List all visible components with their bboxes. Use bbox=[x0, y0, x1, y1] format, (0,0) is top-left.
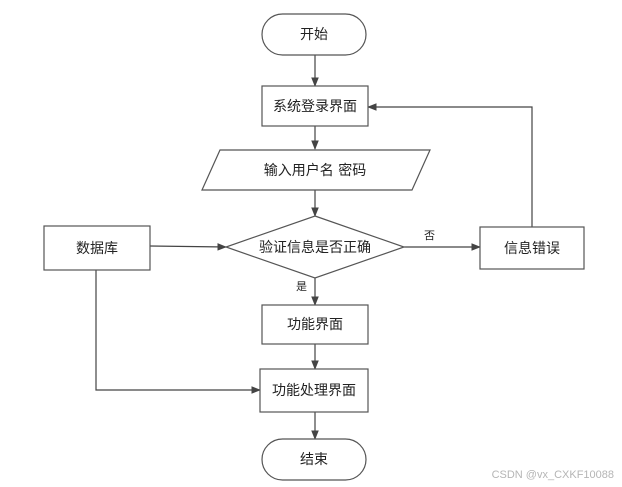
node-input: 输入用户名 密码 bbox=[201, 149, 431, 191]
node-process: 功能处理界面 bbox=[259, 368, 369, 413]
edge-error-login bbox=[367, 103, 533, 227]
node-error-label: 信息错误 bbox=[504, 240, 560, 257]
edge-database-verify bbox=[149, 243, 227, 251]
edge-label-yes: 是 bbox=[296, 280, 307, 293]
edges bbox=[95, 55, 533, 440]
node-login-label: 系统登录界面 bbox=[273, 99, 357, 115]
node-end-label: 结束 bbox=[300, 452, 328, 468]
node-verify-label: 验证信息是否正确 bbox=[259, 239, 371, 256]
edge-label-no: 否 bbox=[424, 229, 435, 242]
watermark: CSDN @vx_CXKF10088 bbox=[491, 469, 614, 481]
node-login: 系统登录界面 bbox=[261, 85, 369, 127]
node-database-label: 数据库 bbox=[76, 241, 118, 257]
node-function-label: 功能界面 bbox=[287, 317, 343, 333]
node-start: 开始 bbox=[261, 13, 367, 56]
node-start-label: 开始 bbox=[300, 27, 328, 43]
node-database: 数据库 bbox=[43, 225, 151, 271]
node-process-label: 功能处理界面 bbox=[272, 383, 356, 399]
node-end: 结束 bbox=[261, 438, 367, 481]
node-function: 功能界面 bbox=[261, 304, 369, 345]
node-error: 信息错误 bbox=[479, 226, 585, 270]
node-verify: 验证信息是否正确 bbox=[224, 215, 406, 279]
edge-database-process bbox=[95, 270, 261, 394]
node-input-label: 输入用户名 密码 bbox=[264, 162, 366, 179]
